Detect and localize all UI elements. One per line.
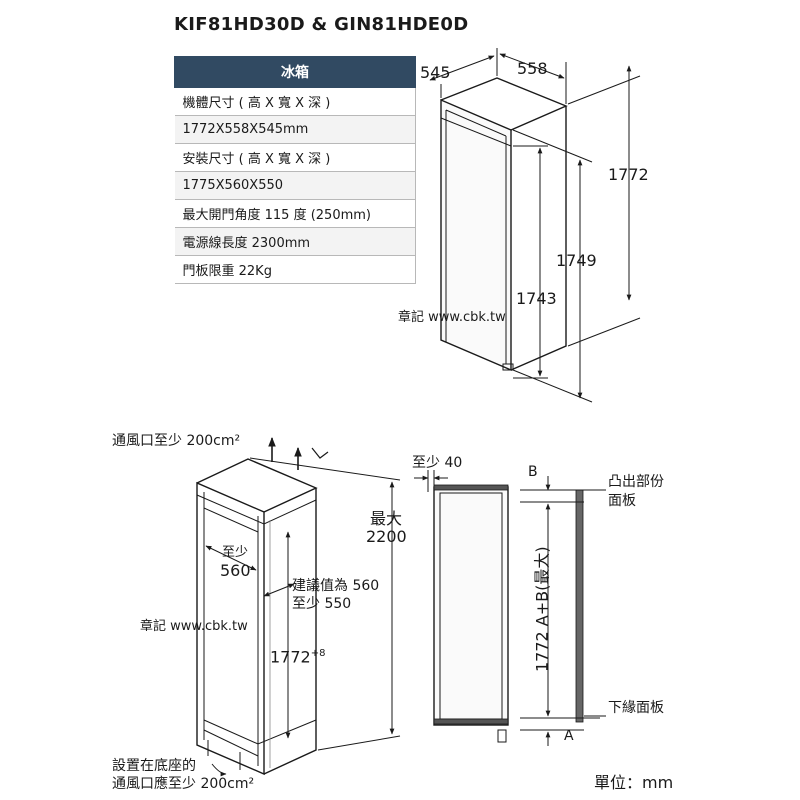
spec-row: 門板限重 22Kg [174,255,416,284]
spec-row: 安裝尺寸 ( 高 X 寬 X 深 ) [174,143,416,172]
width-dim-label: 558 [517,59,548,78]
height-inner-label: 1743 [516,289,557,308]
fridge-iso-drawing [429,48,641,403]
recommend-depth-label: 建議值為 560 [292,578,380,594]
max-height-label: 最大 [370,509,403,528]
niche-iso-drawing [196,437,401,777]
min-width-label: 至少 [222,545,249,560]
spec-row: 機體尺寸 ( 高 X 寬 X 深 ) [174,87,416,116]
top-panel-label-1: 凸出部份 [608,474,664,490]
watermark: 章記 www.cbk.tw [140,619,248,634]
page-title: KIF81HD30D & GIN81HDE0D [174,14,469,35]
spec-row: 電源線長度 2300mm [174,227,416,256]
b-label: B [528,464,538,480]
a-label: A [564,728,574,744]
vent-bottom-label-1: 設置在底座的 [112,758,196,774]
vent-bottom-label-2: 通風口應至少 200cm² [112,776,255,792]
side-height-label: 1772 A+B(最大) [532,546,552,673]
height-total-label: 1772 [608,165,649,184]
watermark: 章記 www.cbk.tw [398,310,506,325]
niche-height-value: 1772 [270,647,311,667]
depth-dim-label: 545 [420,63,451,82]
spec-row: 最大開門角度 115 度 (250mm) [174,199,416,228]
niche-height-label: 1772+8 [270,648,325,667]
vent-top-label: 通風口至少 200cm² [112,433,241,449]
bottom-panel-label: 下緣面板 [608,700,664,716]
top-panel-label-2: 面板 [608,493,636,509]
gap-label: 至少 40 [412,455,463,471]
min-width-value: 560 [220,561,251,580]
height-mid-label: 1749 [556,251,597,270]
niche-height-tolerance: +8 [310,648,326,659]
spec-table: 冰箱 機體尺寸 ( 高 X 寬 X 深 ) 1772X558X545mm 安裝尺… [174,56,416,284]
min-depth-label: 至少 550 [292,596,352,612]
side-view-drawing [414,470,606,746]
unit-label: 單位：mm [594,773,674,792]
spec-row: 1775X560X550 [174,171,416,200]
max-height-value: 2200 [366,527,407,546]
spec-row: 1772X558X545mm [174,115,416,144]
